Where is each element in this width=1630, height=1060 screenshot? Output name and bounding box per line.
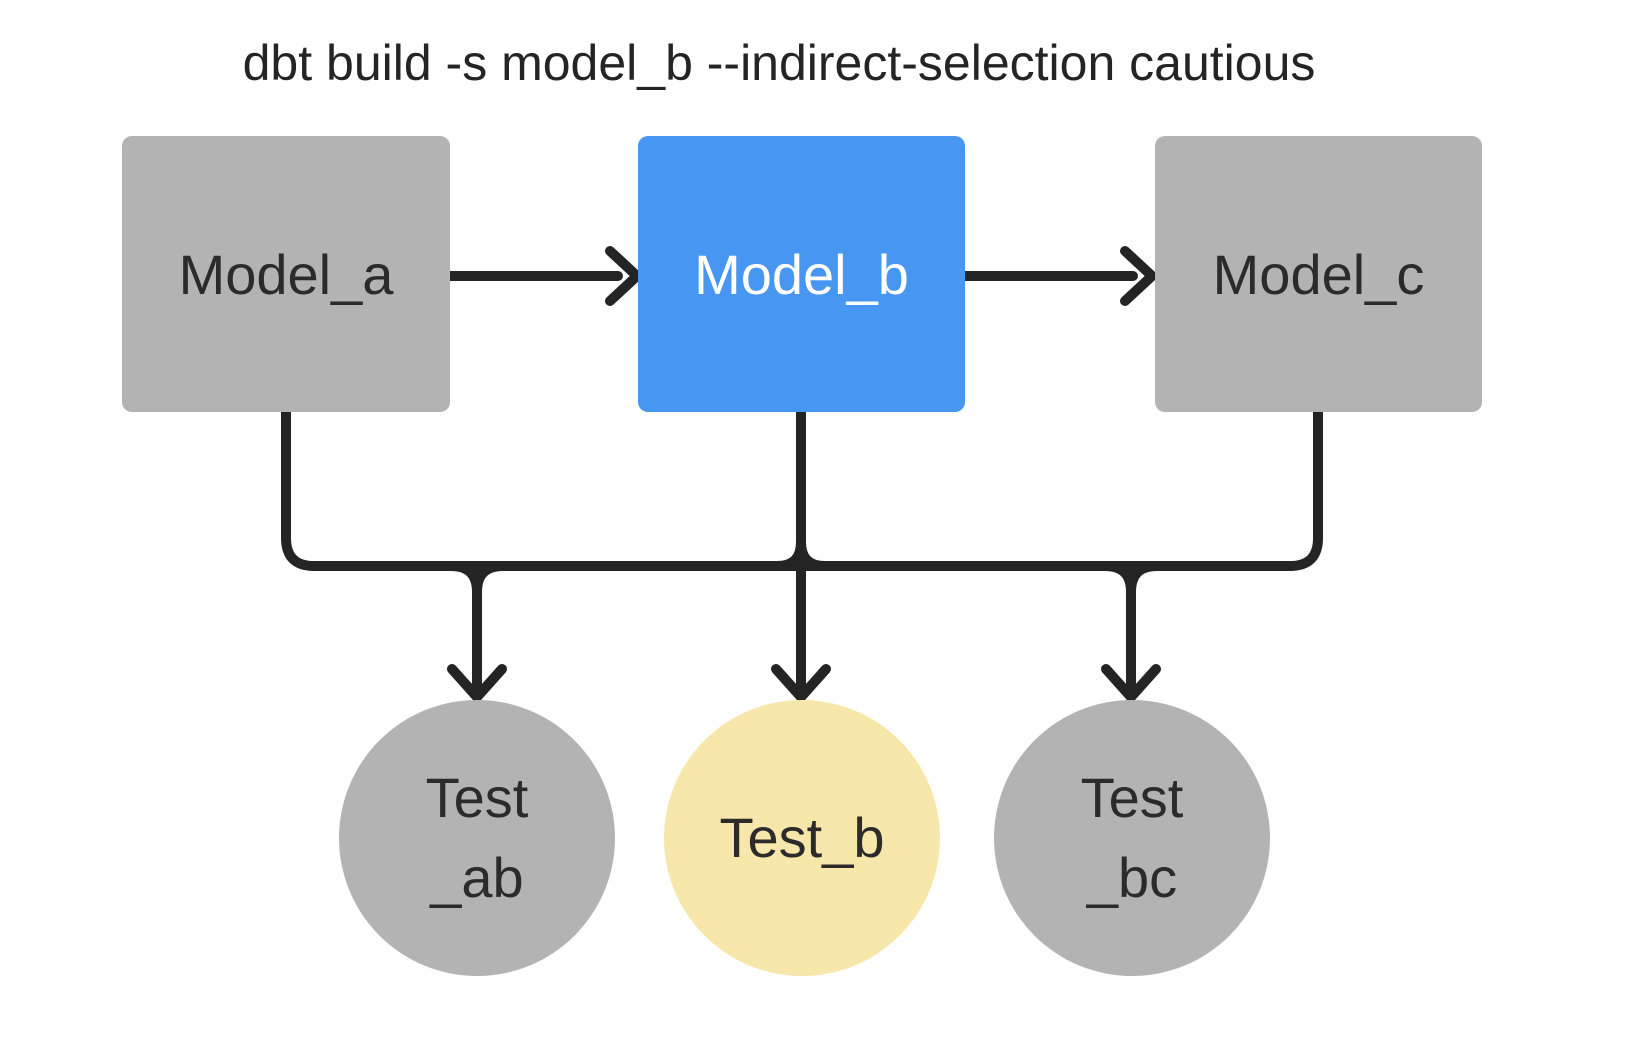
- junction-fillet-center-right: [796, 537, 830, 571]
- model-a-node: Model_a: [122, 136, 450, 412]
- junction-fillet-ab-left: [446, 561, 482, 597]
- diagram-title: dbt build -s model_b --indirect-selectio…: [242, 35, 1316, 91]
- junction-fillet-ab-right: [472, 561, 508, 597]
- arrowhead-test-ab: [447, 664, 507, 702]
- arrowhead-test-b: [771, 664, 831, 702]
- arrowhead-model-a-to-model-b: [605, 246, 642, 306]
- test-ab-label-line2: _ab: [430, 846, 524, 909]
- junction-fillet-bc-right: [1126, 561, 1162, 597]
- arrowhead-model-b-to-model-c: [1120, 246, 1157, 306]
- test-bc-node: Test _bc: [994, 700, 1270, 976]
- model-c-label: Model_c: [1212, 242, 1425, 306]
- junction-fillet-center-left: [772, 537, 806, 571]
- test-ab-label-line1: Test: [425, 766, 529, 830]
- arrowhead-test-bc: [1101, 664, 1161, 702]
- edge-model-a-to-rail: [281, 407, 806, 571]
- test-bc-label-line1: Test: [1080, 766, 1184, 830]
- test-bc-label-line2: _bc: [1086, 846, 1178, 909]
- model-a-label: Model_a: [178, 242, 394, 306]
- junction-fillet-bc-left: [1100, 561, 1136, 597]
- test-b-label-line1: Test_b: [719, 806, 885, 870]
- edge-model-c-to-rail: [796, 407, 1323, 571]
- test-ab-node: Test _ab: [339, 700, 615, 976]
- model-b-node: Model_b: [638, 136, 965, 412]
- model-b-label: Model_b: [694, 242, 909, 306]
- test-b-node: Test_b: [664, 700, 940, 976]
- model-c-node: Model_c: [1155, 136, 1482, 412]
